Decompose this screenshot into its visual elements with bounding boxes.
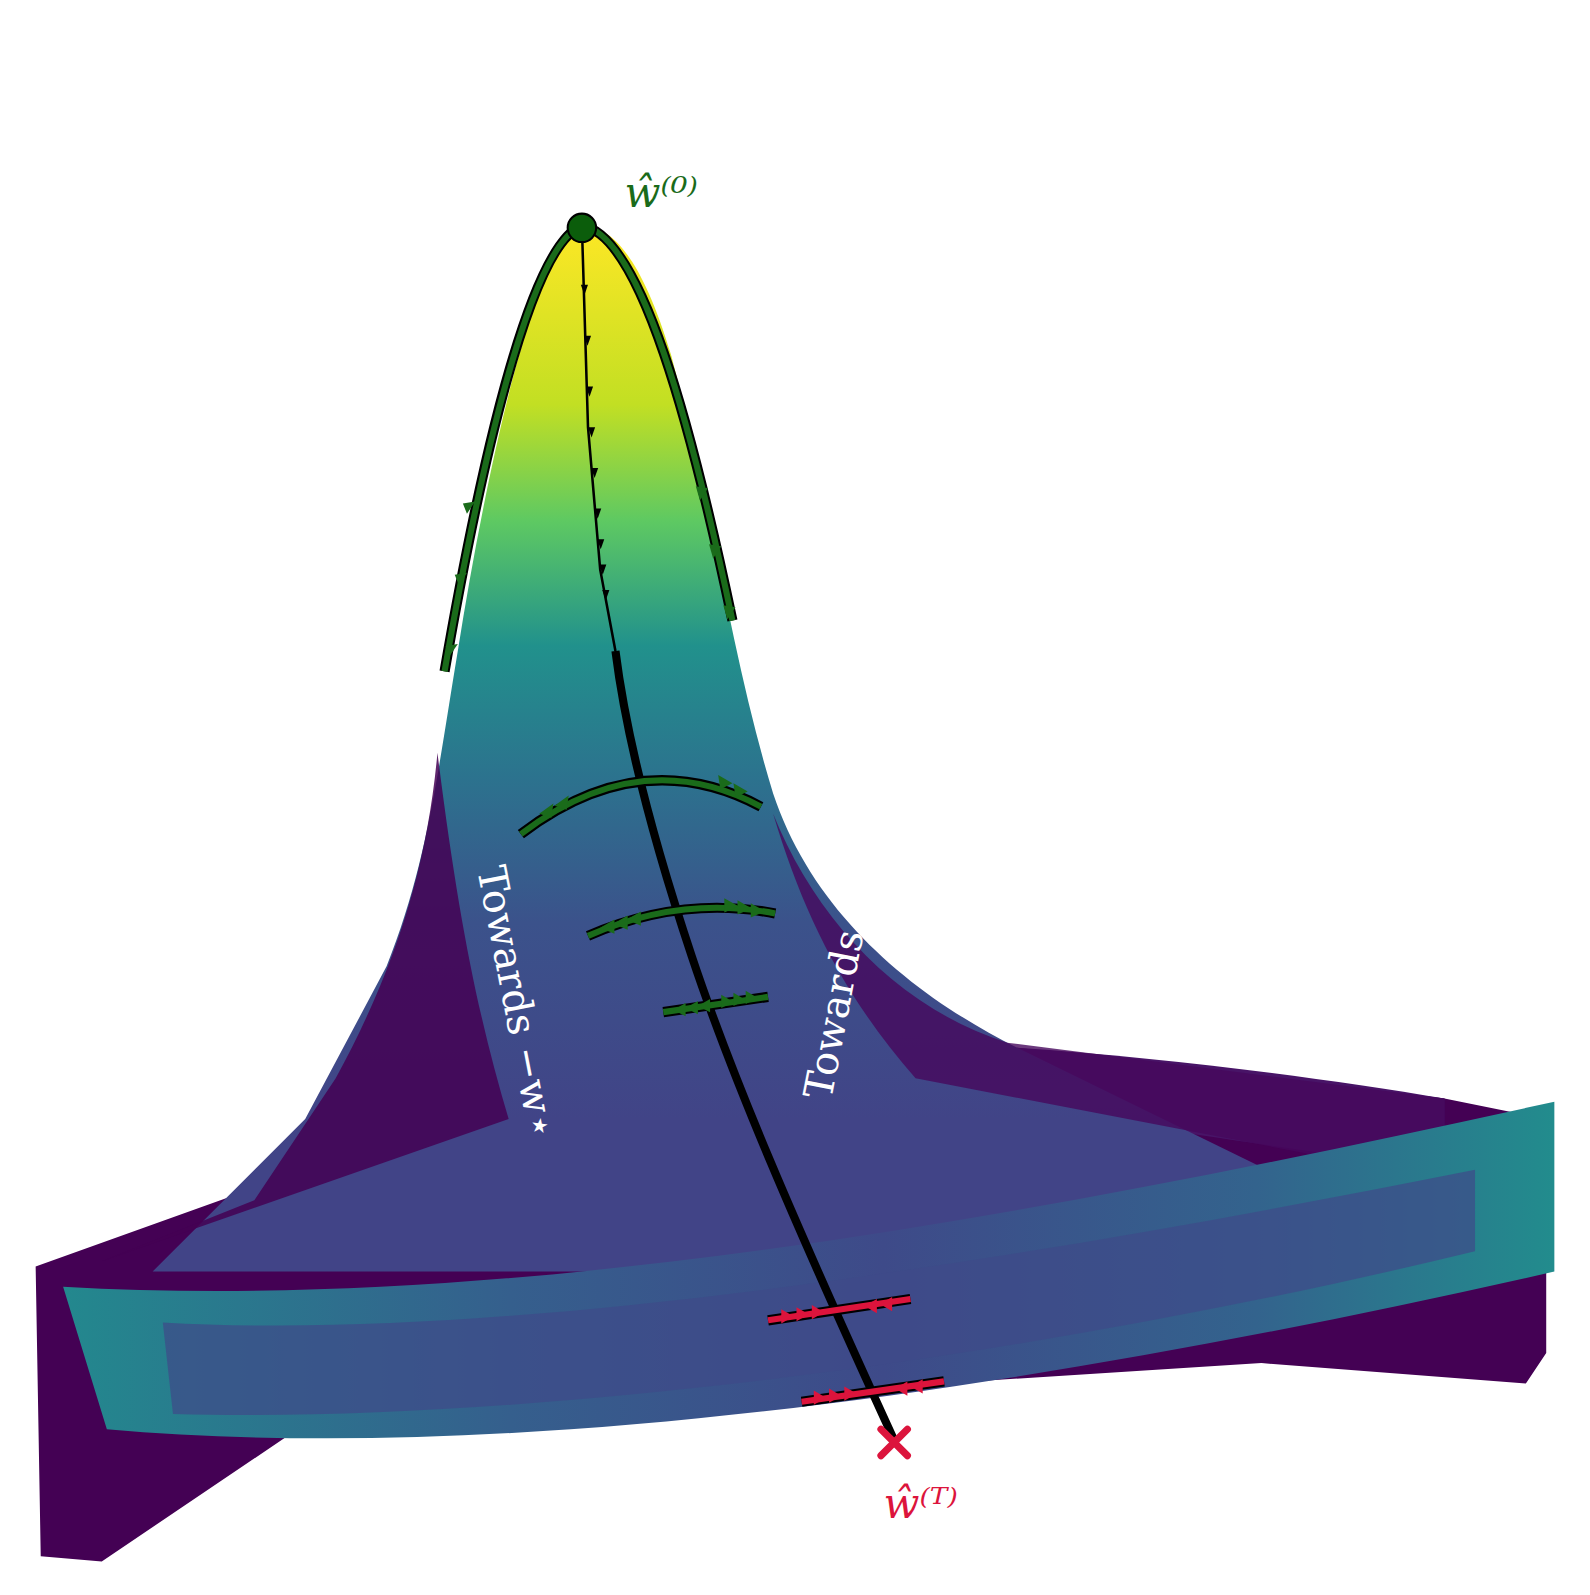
shadow-ridge: [773, 814, 1444, 1180]
red-arrowheads: [781, 1297, 922, 1405]
start-label: ŵ⁽⁰⁾: [625, 172, 698, 214]
start-point: [568, 214, 596, 242]
arc-arrowheads: [539, 775, 765, 1016]
end-cross: [881, 1429, 907, 1455]
green-contour: [445, 226, 733, 672]
front-band: [63, 1102, 1554, 1439]
front-band: [163, 1170, 1475, 1415]
trajectory: [582, 226, 616, 651]
end-label: ŵ⁽ᵀ⁾: [884, 1483, 958, 1525]
trajectory-arrowheads: [581, 285, 609, 600]
trajectory: [615, 651, 895, 1442]
shadow-ridge: [102, 753, 509, 1262]
flow-arrowheads: [446, 486, 736, 656]
green-arcs: [521, 780, 775, 1012]
red-bars: [768, 1299, 944, 1402]
green-contour: [445, 226, 733, 672]
